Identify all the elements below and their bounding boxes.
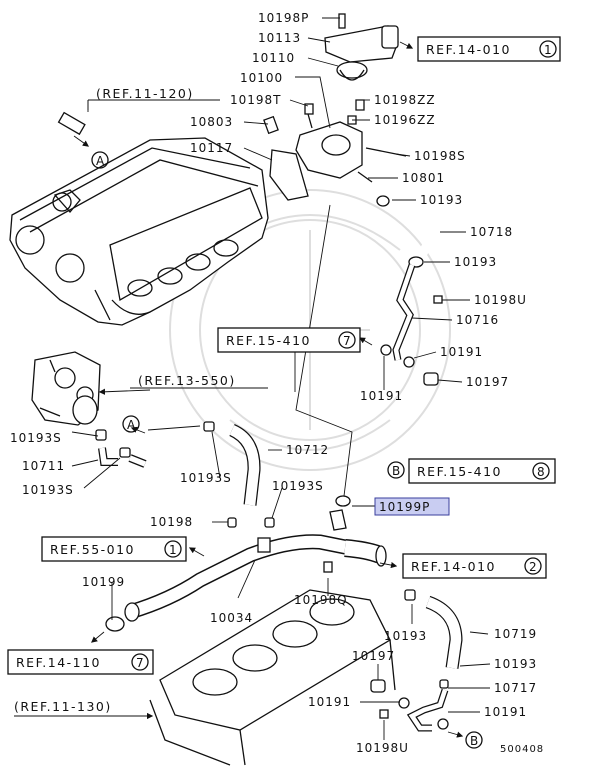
highlight-10199P	[374, 497, 450, 516]
svg-text:A: A	[127, 418, 136, 432]
ref-box-14-110-7[interactable]: REF.14-110 7	[7, 649, 154, 675]
ref-11-120-label[interactable]: (REF.11-120)	[96, 86, 194, 101]
letter-b-bottom: B	[465, 731, 483, 749]
part-label-10716[interactable]: 10716	[456, 313, 499, 327]
pipe-10717	[370, 679, 449, 732]
part-label-10198ZZ[interactable]: 10198ZZ	[374, 93, 436, 107]
part-label-10198Q[interactable]: 10198Q	[294, 593, 348, 607]
ref-13-550-label[interactable]: (REF.13-550)	[138, 373, 236, 388]
ref-box-14-010-1[interactable]: REF.14-010 1	[417, 36, 561, 62]
part-label-10193S-c[interactable]: 10193S	[180, 471, 232, 485]
ref-text: REF.14-010	[426, 42, 511, 57]
part-label-10193-b[interactable]: 10193	[454, 255, 497, 269]
part-label-10197-a[interactable]: 10197	[466, 375, 509, 389]
flow-arrows	[14, 41, 464, 738]
hose-10711	[95, 429, 147, 468]
ref-circle-number: 8	[537, 465, 545, 479]
ref-circle-number: 1	[169, 543, 177, 557]
ref-text: REF.14-010	[411, 559, 496, 574]
part-label-10803[interactable]: 10803	[190, 115, 233, 129]
ref-text: REF.55-010	[50, 542, 135, 557]
cylinder-head-cover	[9, 137, 269, 326]
ref-circle-number: 7	[343, 334, 351, 348]
ref-circle-number: 1	[544, 43, 552, 57]
pipe-10716	[380, 263, 443, 386]
part-label-10191-c[interactable]: 10191	[308, 695, 351, 709]
water-pipe-10034	[105, 495, 387, 632]
watermark-emblem	[169, 189, 451, 471]
part-label-10100[interactable]: 10100	[240, 71, 283, 85]
ref-text: REF.14-110	[16, 655, 101, 670]
part-label-10193S-a[interactable]: 10193S	[10, 431, 62, 445]
letter-b-mid: B	[387, 461, 405, 479]
part-label-10198P[interactable]: 10198P	[258, 11, 309, 25]
part-label-10191-d[interactable]: 10191	[484, 705, 527, 719]
part-label-10198[interactable]: 10198	[150, 515, 193, 529]
part-label-10717[interactable]: 10717	[494, 681, 537, 695]
part-label-10117[interactable]: 10117	[190, 141, 233, 155]
part-label-10198U-a[interactable]: 10198U	[474, 293, 527, 307]
ref-11-130-label[interactable]: (REF.11-130)	[14, 699, 112, 714]
ref-text: REF.15-410	[226, 333, 311, 348]
hose-10719	[404, 589, 463, 669]
part-label-10198U-b[interactable]: 10198U	[356, 741, 409, 755]
ref-box-15-410-8[interactable]: REF.15-410 8	[408, 458, 556, 484]
part-label-10712[interactable]: 10712	[286, 443, 329, 457]
ref-box-14-010-2[interactable]: REF.14-010 2	[402, 553, 547, 579]
part-label-10711[interactable]: 10711	[22, 459, 65, 473]
letter-a-mid: A	[122, 415, 140, 433]
hose-10712	[203, 421, 275, 528]
ref-box-55-010-1[interactable]: REF.55-010 1	[41, 536, 187, 562]
part-label-10199[interactable]: 10199	[82, 575, 125, 589]
ref-box-15-410-7[interactable]: REF.15-410 7	[217, 327, 361, 353]
throttle-body	[31, 351, 101, 426]
part-label-10197-b[interactable]: 10197	[352, 649, 395, 663]
hose-10718	[376, 195, 436, 268]
part-label-10198T[interactable]: 10198T	[230, 93, 282, 107]
part-label-10113[interactable]: 10113	[258, 31, 301, 45]
part-label-10801[interactable]: 10801	[402, 171, 445, 185]
ref-circle-number: 2	[529, 560, 537, 574]
engine-plug	[57, 111, 86, 136]
part-label-10193S-b[interactable]: 10193S	[22, 483, 74, 497]
part-label-10719[interactable]: 10719	[494, 627, 537, 641]
part-labels: 10198P 10113 10110 10100 10198T 10198ZZ …	[10, 11, 544, 755]
part-label-10199P[interactable]: 10199P	[379, 500, 430, 514]
part-label-10034[interactable]: 10034	[210, 611, 253, 625]
part-label-10110[interactable]: 10110	[252, 51, 295, 65]
part-label-10191-b[interactable]: 10191	[360, 389, 403, 403]
ref-text: REF.15-410	[417, 464, 502, 479]
thermostat-housing	[263, 13, 407, 201]
svg-text:A: A	[96, 154, 105, 168]
cylinder-head-gasket	[149, 589, 396, 766]
part-label-10193S-d[interactable]: 10193S	[272, 479, 324, 493]
diagram-id: 500408	[500, 744, 544, 755]
part-label-10198S[interactable]: 10198S	[414, 149, 466, 163]
part-label-10193-c[interactable]: 10193	[384, 629, 427, 643]
part-label-10193-d[interactable]: 10193	[494, 657, 537, 671]
svg-text:B: B	[470, 734, 478, 748]
part-label-10196ZZ[interactable]: 10196ZZ	[374, 113, 436, 127]
leader-lines	[71, 17, 491, 740]
svg-text:B: B	[392, 464, 400, 478]
ref-circle-number: 7	[136, 656, 144, 670]
part-label-10718[interactable]: 10718	[470, 225, 513, 239]
part-label-10191-a[interactable]: 10191	[440, 345, 483, 359]
part-label-10193-a[interactable]: 10193	[420, 193, 463, 207]
letter-a-top: A	[91, 151, 109, 169]
